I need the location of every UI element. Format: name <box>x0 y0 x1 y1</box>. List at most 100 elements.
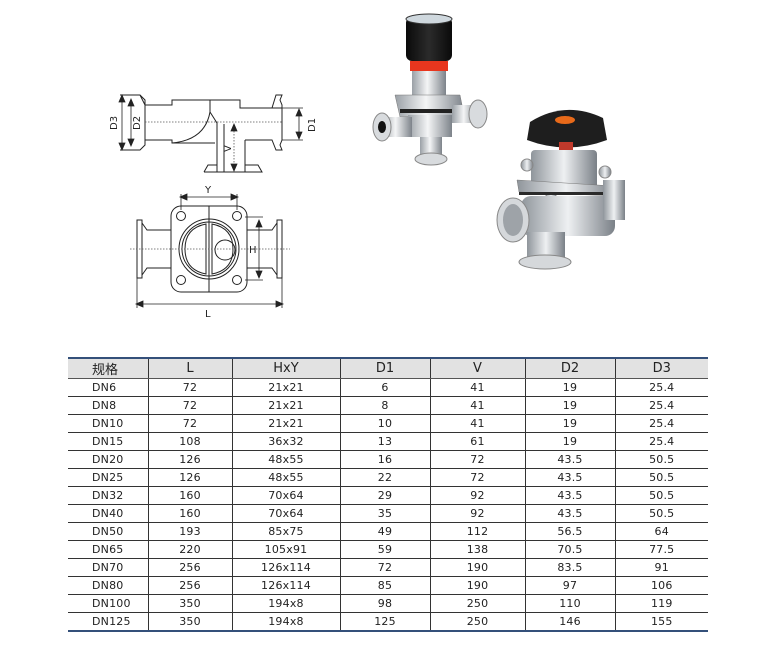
cell-spec: DN50 <box>68 522 148 541</box>
cell-hxy: 70x64 <box>231 504 340 523</box>
cell-d1: 8 <box>339 396 430 415</box>
cell-v: 190 <box>429 558 525 577</box>
cell-l: 160 <box>147 504 232 523</box>
cell-hxy: 194x8 <box>231 612 340 632</box>
cell-d3: 119 <box>614 594 708 613</box>
cell-v: 250 <box>429 612 525 632</box>
cell-d3: 25.4 <box>614 378 708 397</box>
cell-l: 126 <box>147 450 232 469</box>
label-h: H <box>249 245 257 256</box>
cell-v: 41 <box>429 378 525 397</box>
cell-d2: 19 <box>524 378 615 397</box>
table-header-row: 规格 L HxY D1 V D2 D3 <box>68 357 708 379</box>
cell-hxy: 126x114 <box>231 558 340 577</box>
cell-d3: 50.5 <box>614 450 708 469</box>
cell-spec: DN10 <box>68 414 148 433</box>
cell-d1: 125 <box>339 612 430 632</box>
cell-spec: DN70 <box>68 558 148 577</box>
cell-d1: 85 <box>339 576 430 595</box>
cell-d2: 70.5 <box>524 540 615 559</box>
cell-l: 220 <box>147 540 232 559</box>
cell-l: 126 <box>147 468 232 487</box>
cell-d3: 155 <box>614 612 708 632</box>
cell-spec: DN40 <box>68 504 148 523</box>
label-l: L <box>205 309 211 320</box>
header-d3: D3 <box>614 357 708 379</box>
label-d1: D1 <box>307 118 318 132</box>
cell-v: 92 <box>429 486 525 505</box>
cell-spec: DN25 <box>68 468 148 487</box>
cell-d2: 83.5 <box>524 558 615 577</box>
cell-d3: 64 <box>614 522 708 541</box>
cell-d1: 22 <box>339 468 430 487</box>
cell-v: 72 <box>429 450 525 469</box>
valve-photo-small <box>372 13 488 166</box>
label-v: V <box>223 145 234 152</box>
cell-d2: 43.5 <box>524 450 615 469</box>
cell-l: 193 <box>147 522 232 541</box>
cell-spec: DN8 <box>68 396 148 415</box>
label-y: Y <box>204 185 212 196</box>
cell-d2: 146 <box>524 612 615 632</box>
cell-hxy: 126x114 <box>231 576 340 595</box>
cell-d3: 25.4 <box>614 432 708 451</box>
header-v: V <box>429 357 525 379</box>
cell-spec: DN20 <box>68 450 148 469</box>
cell-d1: 35 <box>339 504 430 523</box>
cell-hxy: 48x55 <box>231 450 340 469</box>
cell-hxy: 85x75 <box>231 522 340 541</box>
cell-d1: 29 <box>339 486 430 505</box>
cell-d2: 110 <box>524 594 615 613</box>
cell-d1: 49 <box>339 522 430 541</box>
cell-spec: DN6 <box>68 378 148 397</box>
side-view-drawing: D3 D2 D1 V <box>109 93 318 173</box>
cell-l: 72 <box>147 378 232 397</box>
cell-v: 72 <box>429 468 525 487</box>
cell-spec: DN65 <box>68 540 148 559</box>
cell-spec: DN15 <box>68 432 148 451</box>
cell-v: 41 <box>429 396 525 415</box>
cell-v: 112 <box>429 522 525 541</box>
cell-d3: 50.5 <box>614 468 708 487</box>
cell-spec: DN100 <box>68 594 148 613</box>
cell-d2: 97 <box>524 576 615 595</box>
cell-l: 256 <box>147 576 232 595</box>
cell-l: 72 <box>147 414 232 433</box>
cell-hxy: 21x21 <box>231 414 340 433</box>
cell-d2: 19 <box>524 432 615 451</box>
cell-d3: 25.4 <box>614 414 708 433</box>
cell-d1: 59 <box>339 540 430 559</box>
valve-photo-large <box>496 109 625 270</box>
cell-d1: 98 <box>339 594 430 613</box>
cell-v: 138 <box>429 540 525 559</box>
cell-d1: 16 <box>339 450 430 469</box>
cell-l: 160 <box>147 486 232 505</box>
cell-l: 108 <box>147 432 232 451</box>
label-d2: D2 <box>132 116 143 130</box>
cell-d1: 10 <box>339 414 430 433</box>
cell-d3: 50.5 <box>614 486 708 505</box>
cell-d1: 13 <box>339 432 430 451</box>
header-l: L <box>147 357 232 379</box>
cell-hxy: 21x21 <box>231 378 340 397</box>
cell-hxy: 21x21 <box>231 396 340 415</box>
cell-hxy: 194x8 <box>231 594 340 613</box>
cell-l: 350 <box>147 594 232 613</box>
cell-l: 72 <box>147 396 232 415</box>
cell-spec: DN32 <box>68 486 148 505</box>
cell-d3: 77.5 <box>614 540 708 559</box>
cell-v: 250 <box>429 594 525 613</box>
cell-d3: 106 <box>614 576 708 595</box>
